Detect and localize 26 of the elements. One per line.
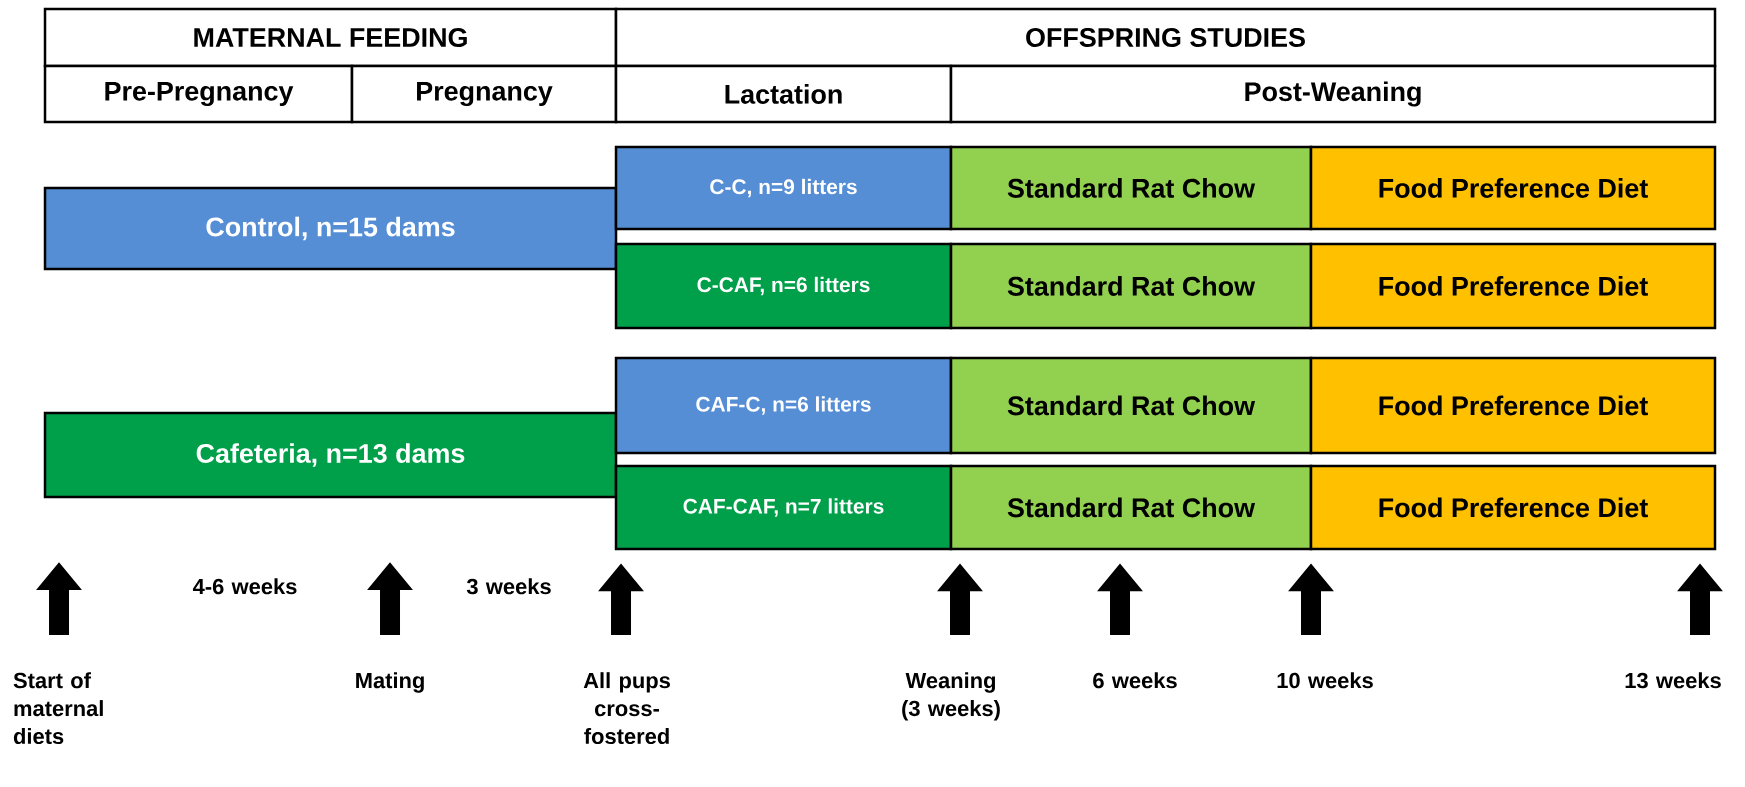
diet-bar: Cafeteria, n=13 dams — [43, 411, 618, 499]
diet-bar: Standard Rat Chow — [949, 145, 1313, 231]
timepoint-label: Mating — [356, 672, 424, 693]
header-cell: Pre-Pregnancy — [43, 64, 354, 124]
timeline-label: 3 weeks — [466, 578, 551, 595]
diet-bar: C-CAF, n=6 litters — [614, 242, 953, 330]
timepoint-label: 10 weeks — [1277, 672, 1373, 689]
diet-bar: Standard Rat Chow — [949, 242, 1313, 330]
timepoint-label: All pups cross-fostered — [583, 672, 670, 745]
header-cell: Pregnancy — [350, 64, 618, 124]
diet-bar: Food Preference Diet — [1309, 242, 1717, 330]
diet-bar: CAF-C, n=6 litters — [614, 356, 953, 455]
diet-bar: Food Preference Diet — [1309, 464, 1717, 551]
timepoint-label: Start of maternal diets — [13, 672, 103, 745]
diet-bar: Food Preference Diet — [1309, 356, 1717, 455]
timepoint-label: 6 weeks — [1093, 672, 1177, 689]
diet-bar: CAF-CAF, n=7 litters — [614, 464, 953, 551]
timepoint-label: 13 weeks — [1625, 672, 1721, 689]
diet-bar: Standard Rat Chow — [949, 464, 1313, 551]
header-cell: Lactation — [614, 64, 953, 124]
diet-bar: Food Preference Diet — [1309, 145, 1717, 231]
timeline-label: 4-6 weeks — [192, 578, 297, 595]
diet-bar: Control, n=15 dams — [43, 186, 618, 271]
diet-bar: Standard Rat Chow — [949, 356, 1313, 455]
timepoint-label: Weaning (3 weeks) — [902, 672, 1000, 721]
diet-bar: C-C, n=9 litters — [614, 145, 953, 231]
